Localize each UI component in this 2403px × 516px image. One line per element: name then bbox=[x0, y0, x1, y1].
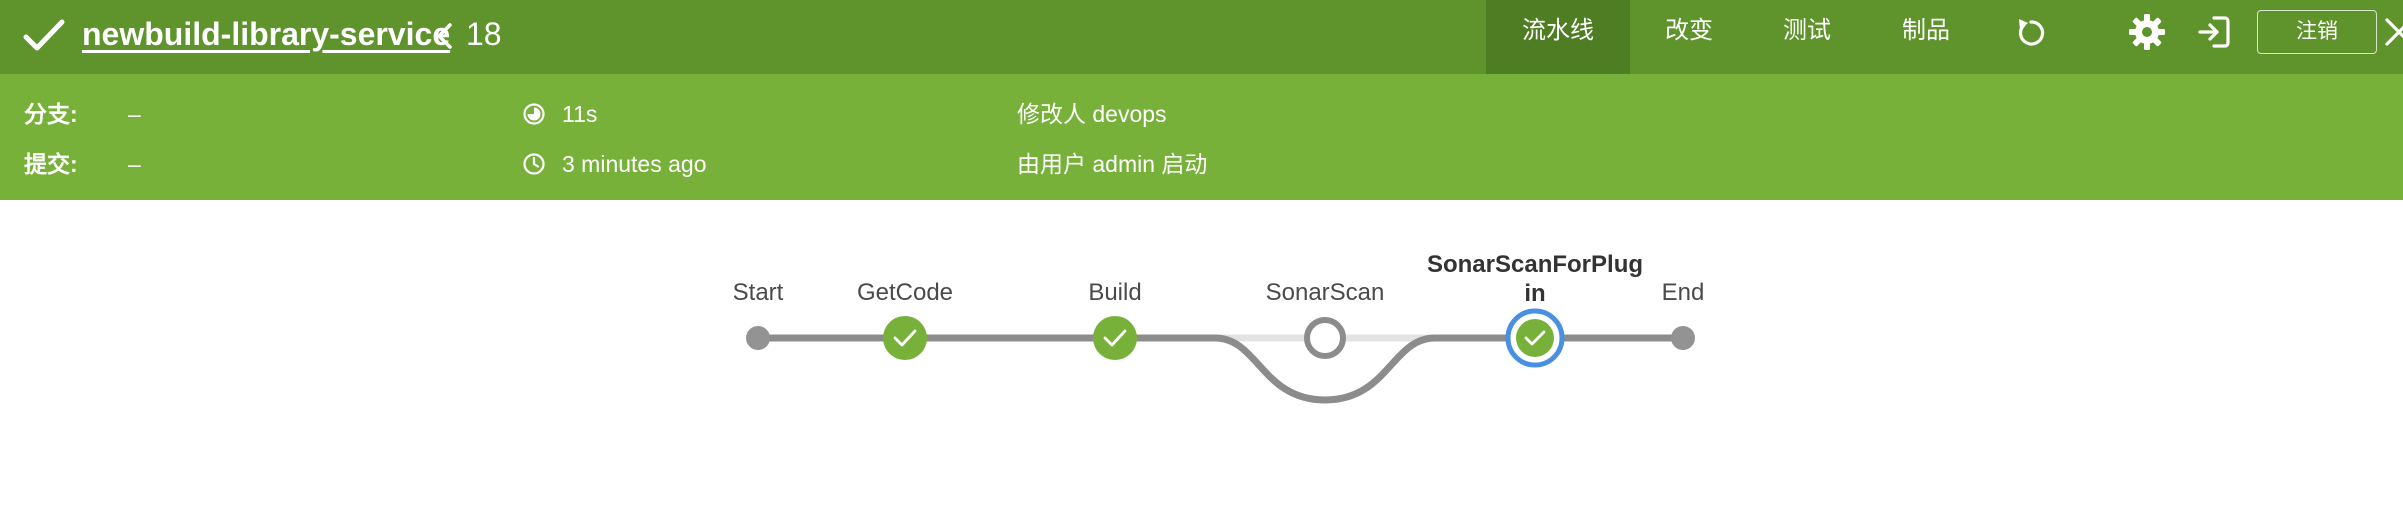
commit-value: – bbox=[128, 151, 141, 177]
run-number: 18 bbox=[466, 16, 502, 52]
logout-button[interactable]: 注销 bbox=[2257, 10, 2377, 54]
branch-label: 分支: bbox=[24, 101, 78, 127]
run-info-bar: 分支: – 提交: – 11s 3 minutes ago 修改人 devops… bbox=[0, 74, 2403, 200]
duration-icon bbox=[523, 103, 545, 125]
stage-label-end: End bbox=[1661, 279, 1705, 306]
tab-tests[interactable]: 测试 bbox=[1783, 17, 1831, 44]
stage-label-sonarscanforplugin-line1: SonarScanForPlug bbox=[1426, 251, 1644, 278]
stage-label-start: Start bbox=[732, 279, 784, 306]
pipeline-graph-svg bbox=[746, 308, 1695, 404]
branch-value: – bbox=[128, 101, 141, 127]
pipeline-name-link[interactable]: newbuild-library-service bbox=[82, 16, 451, 52]
clock-icon bbox=[523, 153, 545, 175]
stage-node-getcode[interactable] bbox=[883, 316, 927, 360]
connector-bypass-curve bbox=[1115, 334, 1535, 404]
changed-by-text: 修改人 devops bbox=[1017, 101, 1167, 127]
check-icon bbox=[1524, 330, 1546, 346]
pipeline-graph: Start GetCode Build SonarScan SonarScanF… bbox=[0, 200, 2403, 516]
stage-label-getcode: GetCode bbox=[856, 279, 954, 306]
chevron-left-icon[interactable] bbox=[433, 21, 455, 51]
stage-label-sonarscan: SonarScan bbox=[1265, 279, 1385, 306]
tab-pipeline[interactable]: 流水线 bbox=[1486, 0, 1630, 74]
tab-artifacts[interactable]: 制品 bbox=[1902, 17, 1950, 44]
rerun-icon[interactable] bbox=[2013, 15, 2049, 51]
check-icon bbox=[893, 329, 917, 347]
top-bar: newbuild-library-service 18 流水线 改变 测试 制品… bbox=[0, 0, 2403, 74]
check-icon bbox=[1103, 329, 1127, 347]
stage-label-build: Build bbox=[1088, 279, 1142, 306]
sign-in-icon[interactable] bbox=[2197, 15, 2231, 49]
time-ago-value: 3 minutes ago bbox=[562, 151, 707, 177]
stage-node-build[interactable] bbox=[1093, 316, 1137, 360]
stage-node-start bbox=[746, 326, 770, 350]
close-icon[interactable] bbox=[2384, 16, 2403, 46]
started-by-text: 由用户 admin 启动 bbox=[1017, 151, 1208, 177]
tab-changes[interactable]: 改变 bbox=[1665, 17, 1713, 44]
commit-label: 提交: bbox=[24, 151, 78, 177]
stage-node-end bbox=[1671, 326, 1695, 350]
stage-node-sonarscanforplugin[interactable] bbox=[1505, 308, 1565, 368]
success-check-icon bbox=[23, 19, 65, 51]
duration-value: 11s bbox=[562, 101, 598, 127]
stage-node-sonarscan[interactable] bbox=[1304, 317, 1346, 359]
gear-icon[interactable] bbox=[2128, 13, 2166, 51]
stage-label-sonarscanforplugin-line2: in bbox=[1524, 280, 1546, 307]
